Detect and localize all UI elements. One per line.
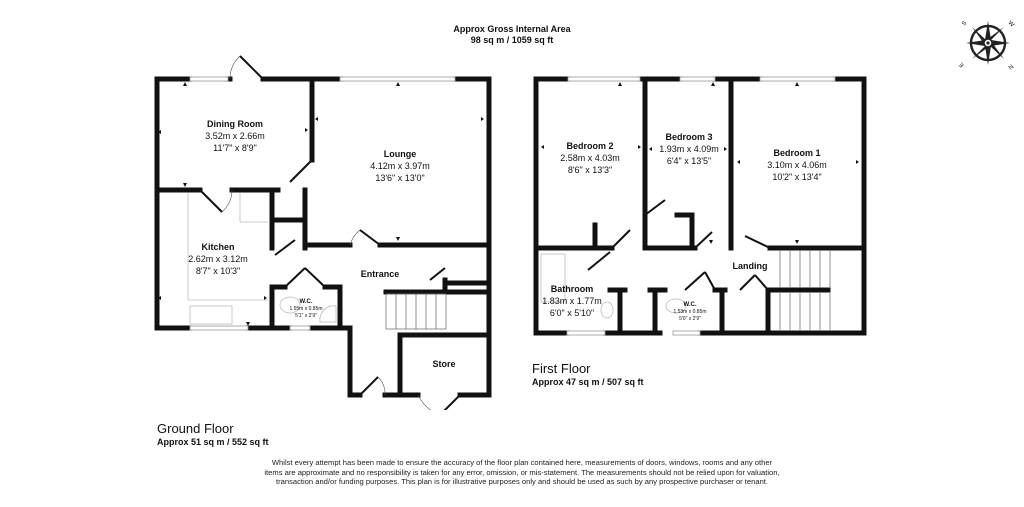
compass-rose-icon: S W E N [958, 20, 1015, 70]
bedroom3-imperial: 6'4" x 13'5" [667, 156, 711, 166]
bathroom-imperial: 6'0" x 5'10" [550, 308, 594, 318]
gf-wc-name: W.C. [300, 299, 313, 305]
store-name: Store [432, 359, 455, 369]
first-floor-area: Approx 47 sq m / 507 sq ft [532, 377, 644, 387]
ground-floor-caption: Ground Floor Approx 51 sq m / 552 sq ft [157, 421, 269, 448]
dining-room-metric: 3.52m x 2.66m [205, 131, 265, 141]
bedroom3-metric: 1.93m x 4.09m [659, 144, 719, 154]
compass-label-e: E [958, 61, 965, 68]
disclaimer: Whilst every attempt has been made to en… [264, 458, 780, 487]
kitchen-imperial: 8'7" x 10'3" [196, 266, 240, 276]
ground-floor-area: Approx 51 sq m / 552 sq ft [157, 437, 269, 447]
ground-floor-title: Ground Floor [157, 421, 234, 436]
gross-internal-area: Approx Gross Internal Area 98 sq m / 105… [0, 24, 1024, 46]
ff-wc-metric: 1.53m x 0.85m [673, 309, 706, 315]
dining-room-name: Dining Room [207, 119, 263, 129]
gia-title: Approx Gross Internal Area [453, 24, 571, 34]
gf-wc-imperial: 5'1" x 2'9" [295, 313, 317, 319]
bedroom2-imperial: 8'6" x 13'3" [568, 165, 612, 175]
bedroom3-name: Bedroom 3 [665, 132, 712, 142]
first-floor-title: First Floor [532, 361, 591, 376]
kitchen-metric: 2.62m x 3.12m [188, 254, 248, 264]
bathroom-metric: 1.83m x 1.77m [542, 296, 602, 306]
landing-name: Landing [733, 261, 768, 271]
compass-label-n: N [1007, 63, 1014, 70]
bedroom1-metric: 3.10m x 4.06m [767, 160, 827, 170]
first-floor-caption: First Floor Approx 47 sq m / 507 sq ft [532, 361, 644, 388]
ground-floor-plan: Dining Room 3.52m x 2.66m 11'7" x 8'9" L… [154, 55, 492, 410]
dining-room-imperial: 11'7" x 8'9" [213, 143, 257, 153]
gia-value: 98 sq m / 1059 sq ft [470, 35, 554, 45]
bathroom-name: Bathroom [551, 284, 594, 294]
gf-wc-metric: 1.55m x 0.85m [289, 306, 322, 312]
ff-wc-imperial: 5'0" x 2'9" [679, 316, 701, 322]
lounge-name: Lounge [384, 149, 417, 159]
lounge-imperial: 13'6" x 13'0" [375, 173, 424, 183]
kitchen-name: Kitchen [201, 242, 234, 252]
lounge-metric: 4.12m x 3.97m [370, 161, 430, 171]
first-floor-plan: Bedroom 2 2.58m x 4.03m 8'6" x 13'3" Bed… [533, 76, 867, 336]
bedroom2-metric: 2.58m x 4.03m [560, 153, 620, 163]
bedroom1-imperial: 10'2" x 13'4" [772, 172, 821, 182]
ff-wc-name: W.C. [684, 302, 697, 308]
entrance-name: Entrance [361, 269, 400, 279]
bedroom2-name: Bedroom 2 [566, 141, 613, 151]
compass-label-w: W [1007, 20, 1015, 28]
compass-label-s: S [961, 20, 968, 27]
bedroom1-name: Bedroom 1 [773, 148, 820, 158]
